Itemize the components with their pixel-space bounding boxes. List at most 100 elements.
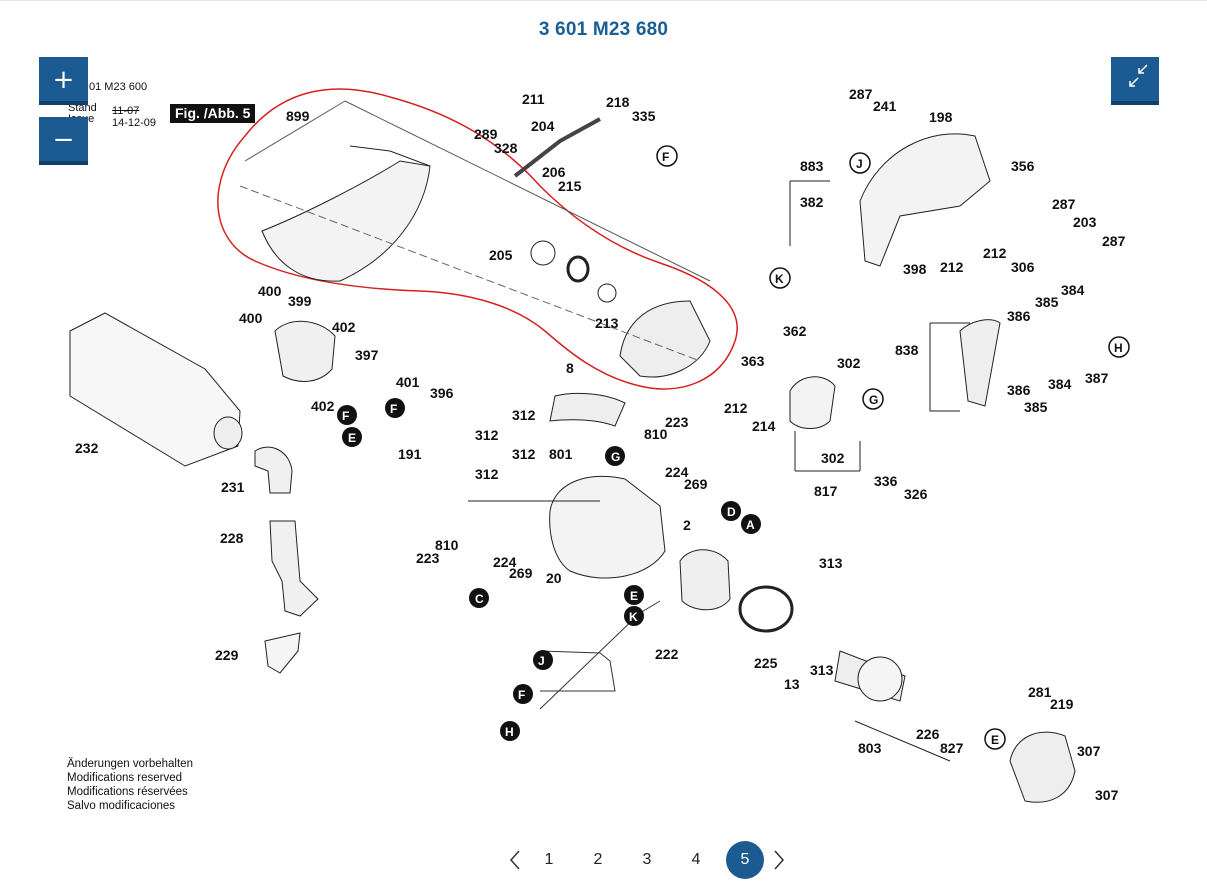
part-number-label[interactable]: 328 <box>494 140 518 156</box>
part-number-label[interactable]: 287 <box>1052 196 1076 212</box>
part-number-label[interactable]: 269 <box>684 476 708 492</box>
part-number-label[interactable]: 313 <box>819 555 843 571</box>
part-number-label[interactable]: 385 <box>1035 294 1059 310</box>
part-number-label[interactable]: 307 <box>1077 743 1101 759</box>
part-number-label[interactable]: 402 <box>311 398 335 414</box>
part-number-label[interactable]: 241 <box>873 98 897 114</box>
callout-letter: F <box>656 145 678 167</box>
part-number-label[interactable]: 398 <box>903 261 927 277</box>
exit-fullscreen-button[interactable] <box>1111 57 1159 105</box>
part-number-label[interactable]: 203 <box>1073 214 1097 230</box>
part-number-label[interactable]: 226 <box>916 726 940 742</box>
part-number-label[interactable]: 224 <box>665 464 689 480</box>
part-number-label[interactable]: 402 <box>332 319 356 335</box>
part-number-label[interactable]: 827 <box>940 740 964 756</box>
part-number-label[interactable]: 801 <box>549 446 573 462</box>
part-number-label[interactable]: 312 <box>475 466 499 482</box>
svg-text:E: E <box>348 431 356 445</box>
part-number-label[interactable]: 336 <box>874 473 898 489</box>
part-number-label[interactable]: 213 <box>595 315 619 331</box>
part-number-label[interactable]: 810 <box>435 537 459 553</box>
svg-text:K: K <box>629 610 638 624</box>
part-number-label[interactable]: 400 <box>239 310 263 326</box>
part-number-label[interactable]: 212 <box>724 400 748 416</box>
part-number-label[interactable]: 384 <box>1061 282 1085 298</box>
part-number-label[interactable]: 385 <box>1024 399 1048 415</box>
part-number-label[interactable]: 229 <box>215 647 239 663</box>
part-number-label[interactable]: 13 <box>784 676 800 692</box>
part-number-label[interactable]: 214 <box>752 418 776 434</box>
part-number-label[interactable]: 306 <box>1011 259 1035 275</box>
part-number-label[interactable]: 211 <box>522 91 545 107</box>
part-number-label[interactable]: 883 <box>800 158 824 174</box>
part-number-label[interactable]: 232 <box>75 440 99 456</box>
part-number-label[interactable]: 289 <box>474 126 498 142</box>
svg-text:H: H <box>1114 341 1123 355</box>
part-number-label[interactable]: 206 <box>542 164 566 180</box>
part-number-label[interactable]: 396 <box>430 385 454 401</box>
part-number-label[interactable]: 302 <box>837 355 861 371</box>
part-number-label[interactable]: 312 <box>512 446 536 462</box>
part-number-label[interactable]: 838 <box>895 342 919 358</box>
part-number-label[interactable]: 228 <box>220 530 244 546</box>
page-link-1[interactable]: 1 <box>544 851 554 868</box>
part-number-label[interactable]: 225 <box>754 655 778 671</box>
part-number-label[interactable]: 218 <box>606 94 630 110</box>
part-number-label[interactable]: 307 <box>1095 787 1119 803</box>
zoom-out-button[interactable]: − <box>39 117 88 165</box>
part-number-label[interactable]: 215 <box>558 178 582 194</box>
minus-icon: − <box>52 125 75 155</box>
page-link-3[interactable]: 3 <box>642 851 652 868</box>
part-number-label[interactable]: 222 <box>655 646 679 662</box>
part-number-label[interactable]: 198 <box>929 109 953 125</box>
plus-icon: + <box>52 65 75 95</box>
part-number-label[interactable]: 313 <box>810 662 834 678</box>
part-number-label[interactable]: 287 <box>849 86 873 102</box>
part-number-label[interactable]: 281 <box>1028 684 1052 700</box>
part-number-label[interactable]: 335 <box>632 108 656 124</box>
zoom-in-button[interactable]: + <box>39 57 88 105</box>
next-page-arrow-icon[interactable] <box>772 849 786 871</box>
part-number-label[interactable]: 219 <box>1050 696 1074 712</box>
page-link-4[interactable]: 4 <box>691 851 701 868</box>
part-number-label[interactable]: 382 <box>800 194 824 210</box>
part-number-label[interactable]: 212 <box>983 245 1007 261</box>
svg-text:J: J <box>856 157 863 171</box>
part-number-label[interactable]: 205 <box>489 247 513 263</box>
part-number-label[interactable]: 326 <box>904 486 928 502</box>
part-number-label[interactable]: 269 <box>509 565 533 581</box>
part-number-label[interactable]: 224 <box>493 554 517 570</box>
part-number-label[interactable]: 401 <box>396 374 420 390</box>
part-number-label[interactable]: 356 <box>1011 158 1035 174</box>
part-number-label[interactable]: 397 <box>355 347 379 363</box>
part-number-label[interactable]: 20 <box>546 570 562 586</box>
page-link-5-active[interactable]: 5 <box>726 841 764 879</box>
part-number-label[interactable]: 400 <box>258 283 282 299</box>
part-number-label[interactable]: 231 <box>221 479 245 495</box>
part-number-label[interactable]: 312 <box>475 427 499 443</box>
part-number-label[interactable]: 810 <box>644 426 668 442</box>
part-number-label[interactable]: 363 <box>741 353 765 369</box>
part-number-label[interactable]: 287 <box>1102 233 1126 249</box>
part-number-label[interactable]: 302 <box>821 450 845 466</box>
part-number-label[interactable]: 223 <box>665 414 689 430</box>
prev-page-arrow-icon[interactable] <box>508 849 522 871</box>
part-number-label[interactable]: 223 <box>416 550 440 566</box>
part-number-label[interactable]: 386 <box>1007 382 1031 398</box>
part-number-label[interactable]: 312 <box>512 407 536 423</box>
part-number-label[interactable]: 399 <box>288 293 312 309</box>
part-number-label[interactable]: 362 <box>783 323 807 339</box>
part-number-label[interactable]: 817 <box>814 483 838 499</box>
part-number-label[interactable]: 899 <box>286 108 310 124</box>
note-en: Modifications reserved <box>67 772 183 784</box>
part-number-label[interactable]: 386 <box>1007 308 1031 324</box>
part-number-label[interactable]: 803 <box>858 740 882 756</box>
part-number-label[interactable]: 204 <box>531 118 555 134</box>
page-link-2[interactable]: 2 <box>593 851 603 868</box>
part-number-label[interactable]: 212 <box>940 259 964 275</box>
part-number-label[interactable]: 191 <box>398 446 422 462</box>
part-number-label[interactable]: 2 <box>683 517 691 533</box>
part-number-label[interactable]: 384 <box>1048 376 1072 392</box>
part-number-label[interactable]: 387 <box>1085 370 1109 386</box>
part-number-label[interactable]: 8 <box>566 360 574 376</box>
